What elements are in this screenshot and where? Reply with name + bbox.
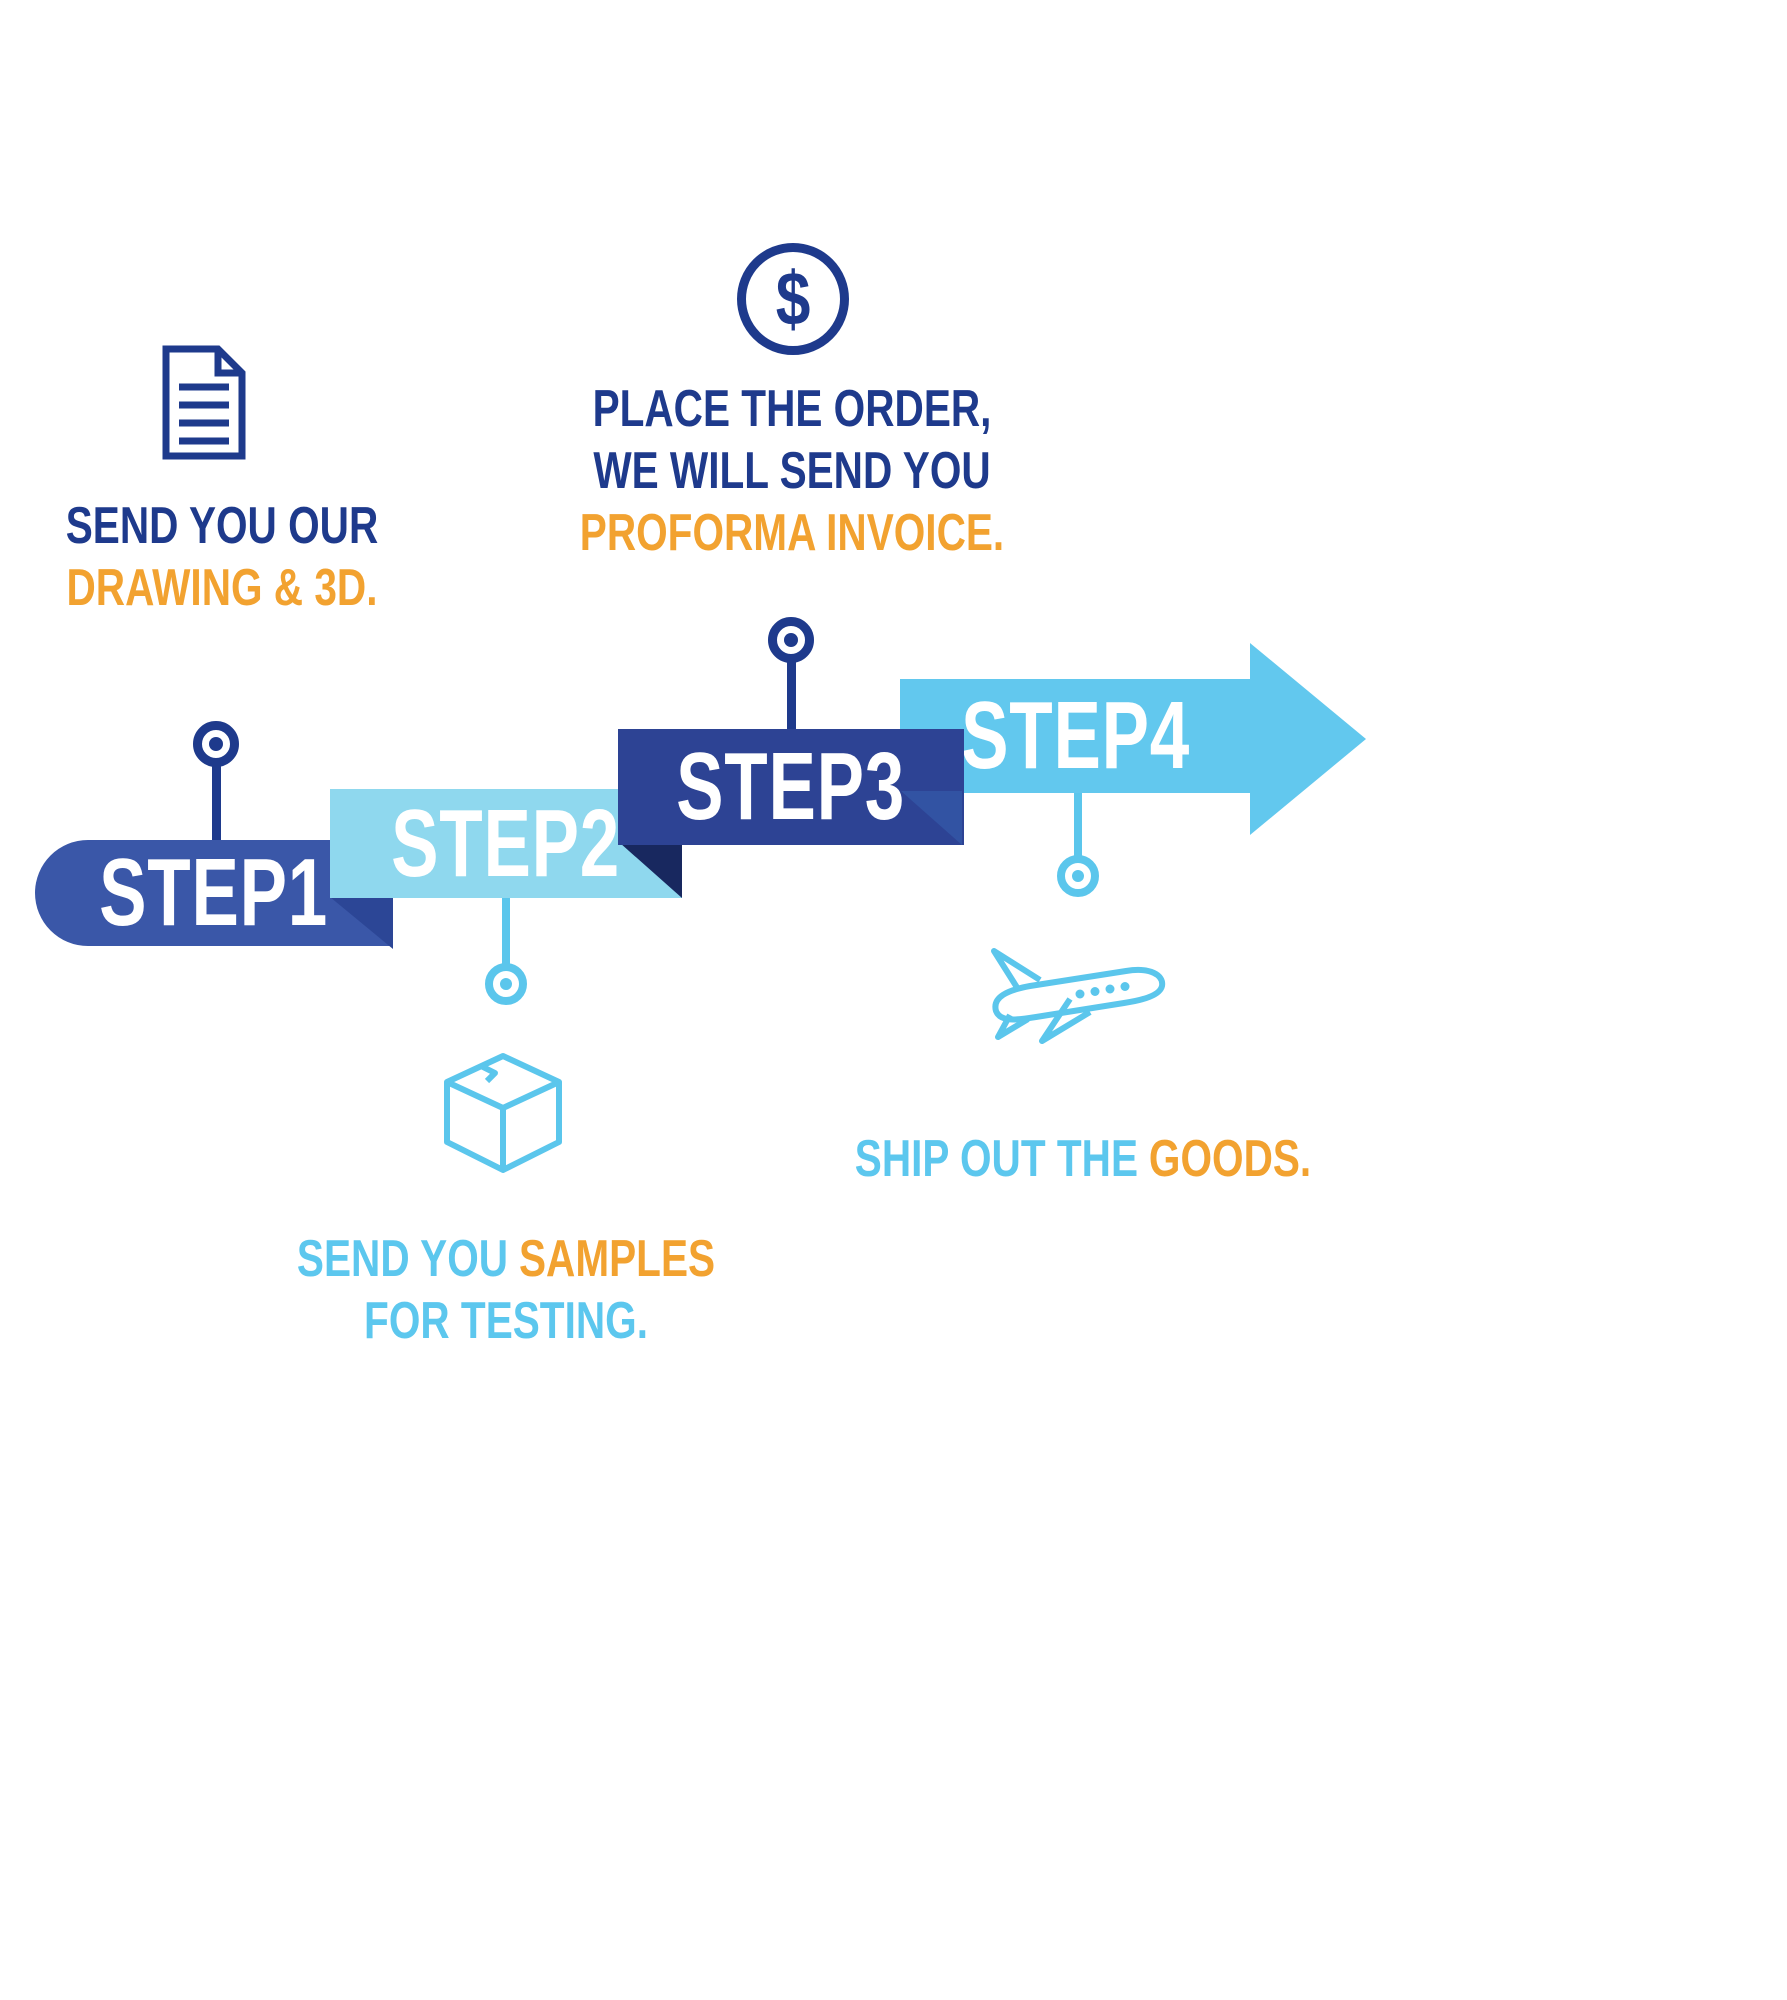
node-dot <box>784 633 798 647</box>
caption-line: FOR TESTING. <box>364 1292 648 1350</box>
node-dot <box>209 737 223 751</box>
caption-line: DRAWING & 3D. <box>66 559 378 617</box>
caption-line: SEND YOU OUR <box>65 497 379 555</box>
connector-node-step2 <box>485 963 527 1005</box>
caption-part-sky: SHIP OUT THE <box>854 1130 1139 1188</box>
caption-drawing: SEND YOU OUR DRAWING & 3D. <box>0 495 444 619</box>
connector-line-step4 <box>1074 792 1082 858</box>
caption-line: PROFORMA INVOICE. <box>579 504 1005 562</box>
dollar-symbol: $ <box>775 256 811 342</box>
step-label-4: STEP4 <box>961 682 1191 789</box>
step-label-1: STEP1 <box>99 839 329 946</box>
airplane-icon <box>978 933 1173 1051</box>
connector-node-step3 <box>768 617 814 663</box>
connector-line-step1 <box>212 763 221 845</box>
dollar-icon: $ <box>737 243 849 355</box>
document-icon <box>158 343 250 462</box>
step-label-2: STEP2 <box>391 789 621 897</box>
caption-line: PLACE THE ORDER, <box>592 380 992 438</box>
connector-line-step2 <box>502 897 510 967</box>
caption-line: WE WILL SEND YOU <box>593 442 991 500</box>
connector-line-step3 <box>787 659 796 733</box>
caption-part-orange: GOODS. <box>1148 1130 1312 1188</box>
caption-part-sky: SEND YOU <box>296 1230 509 1288</box>
node-dot <box>1072 870 1084 882</box>
arrow-head <box>1250 643 1366 835</box>
caption-order: PLACE THE ORDER, WE WILL SEND YOU PROFOR… <box>492 378 1092 564</box>
step-banner-3: STEP3 <box>618 729 964 845</box>
node-dot <box>500 978 512 990</box>
step-banner-4: STEP4 <box>900 679 1252 793</box>
step-label-3: STEP3 <box>676 733 906 840</box>
package-box-icon <box>437 1042 569 1178</box>
caption-part-orange: SAMPLES <box>518 1230 716 1288</box>
connector-node-step1 <box>193 721 239 767</box>
connector-node-step4 <box>1057 855 1099 897</box>
